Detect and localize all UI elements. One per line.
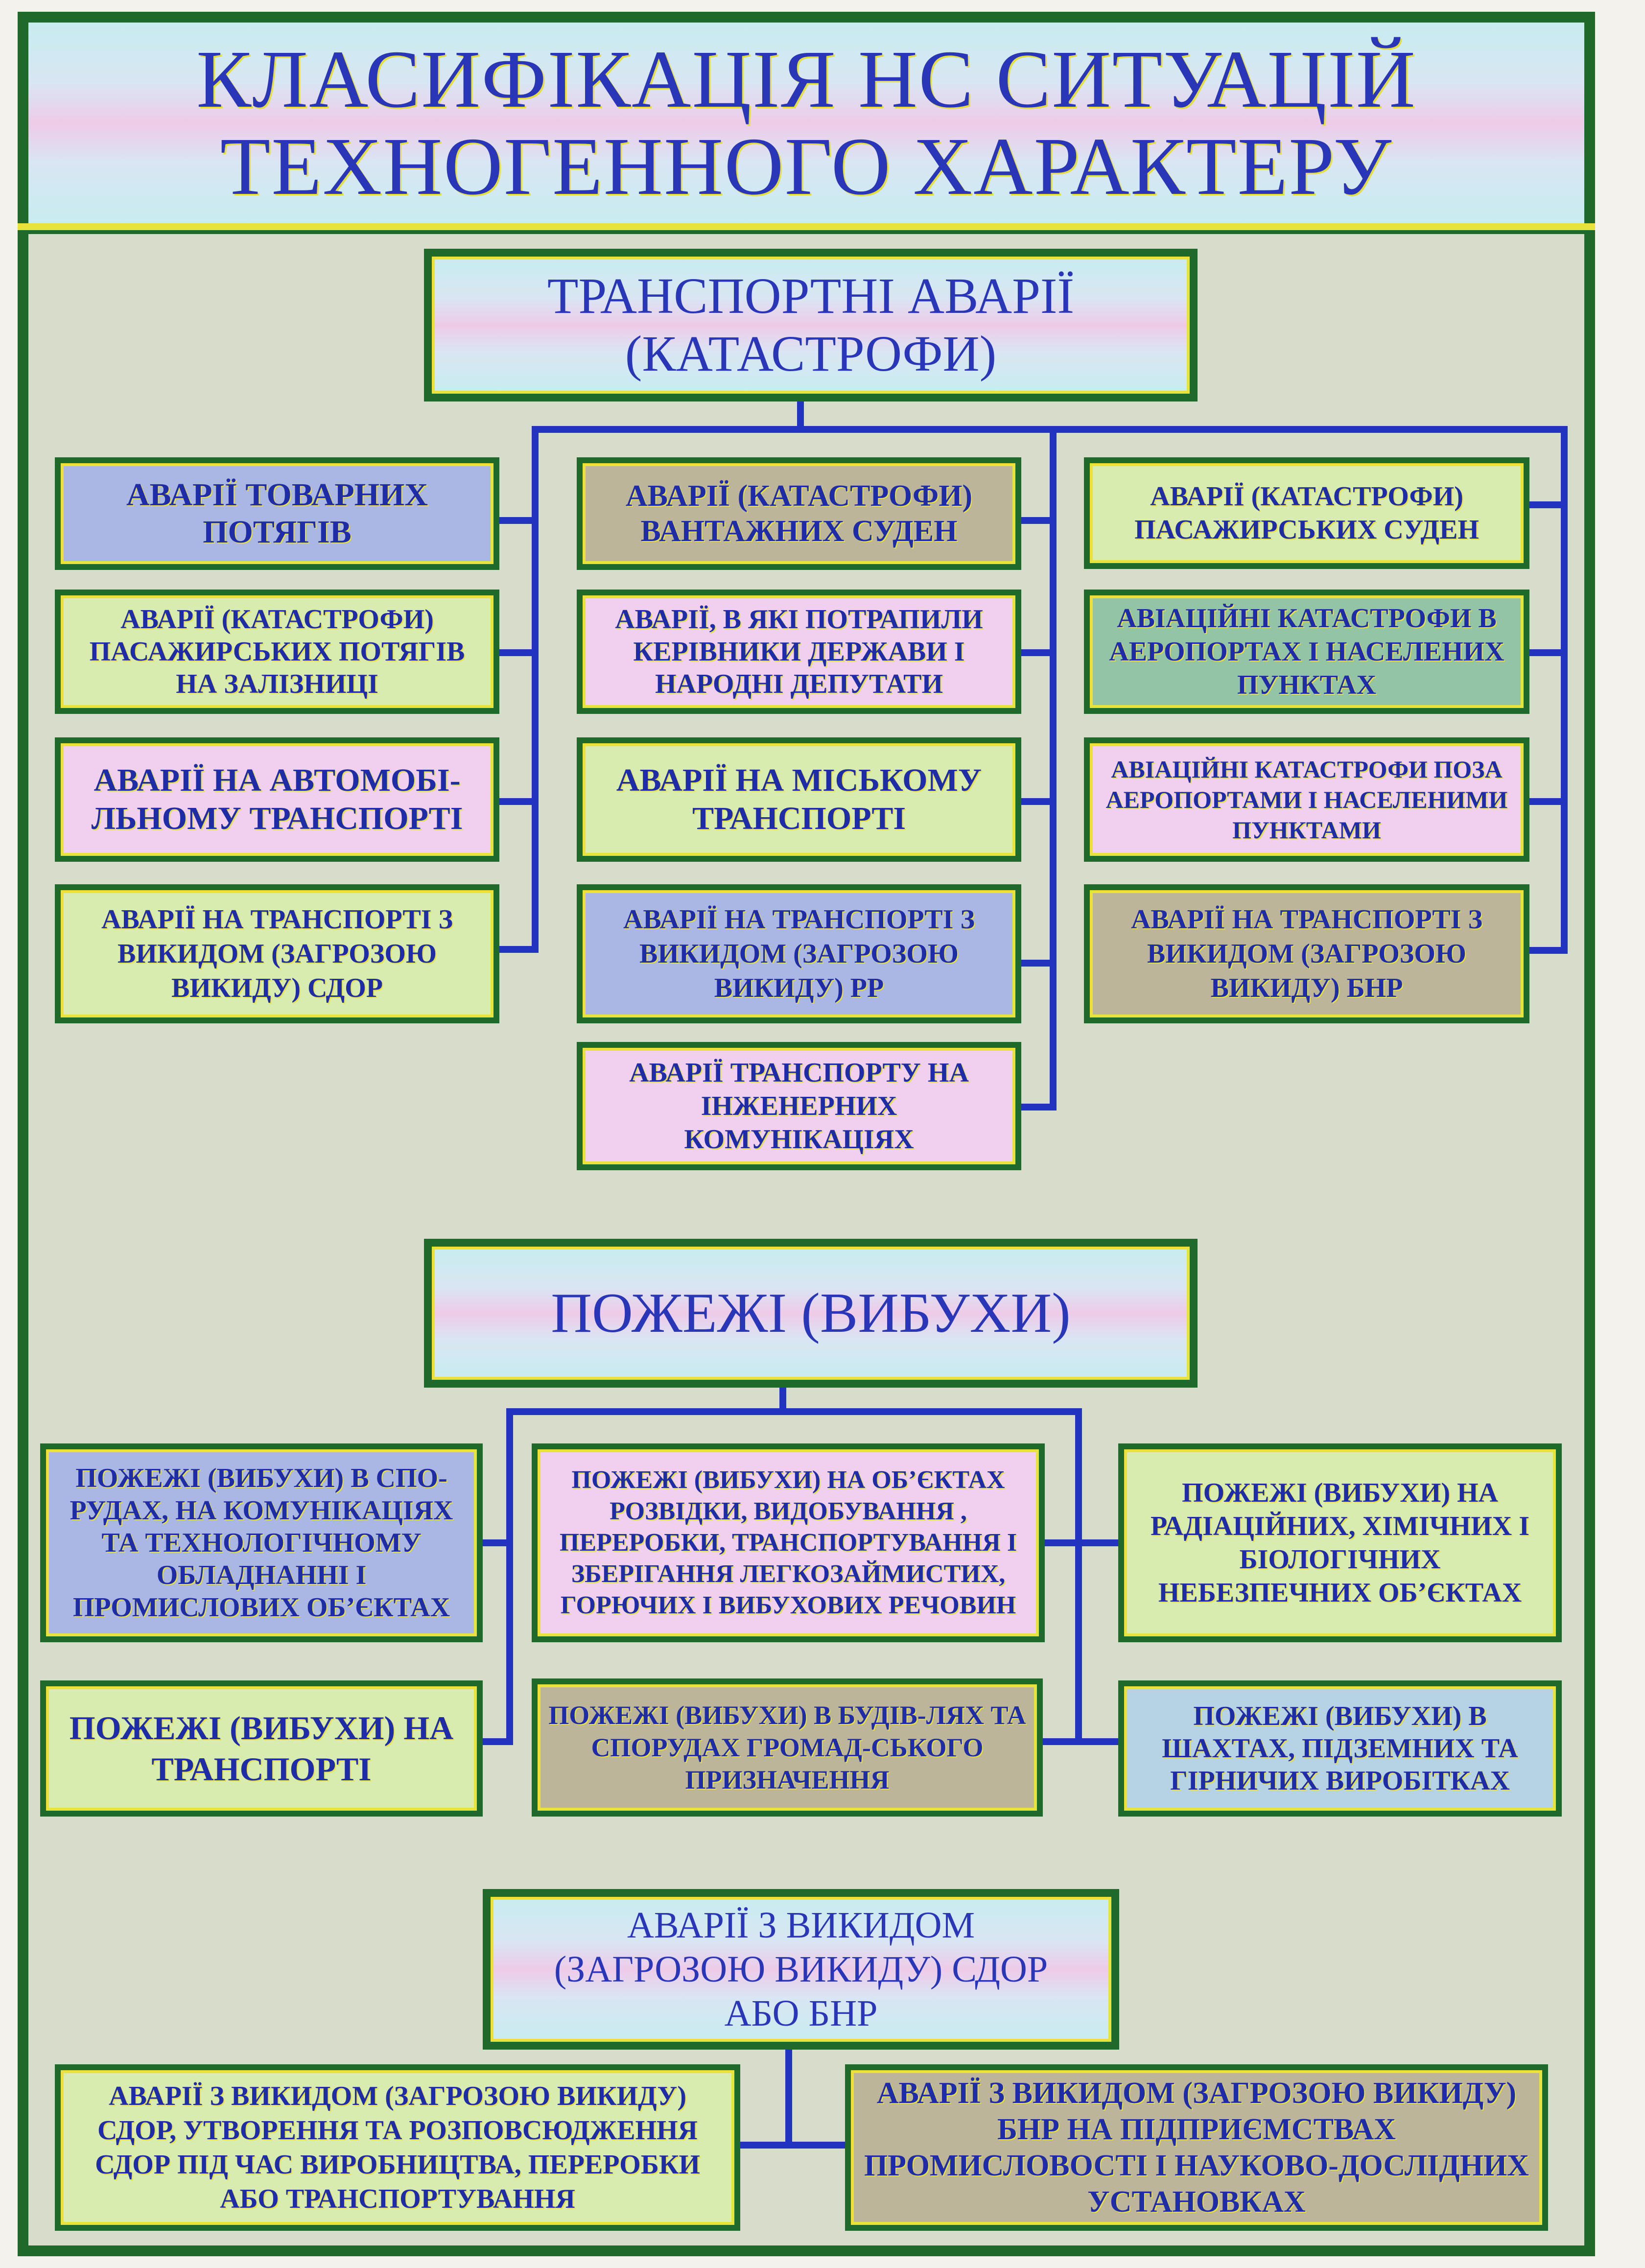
fires-heading: ПОЖЕЖІ (ВИБУХИ) [424, 1239, 1198, 1388]
fires-spine-right [1075, 1408, 1082, 1745]
transport-middle-item-label: АВАРІЇ ТРАНСПОРТУ НА ІНЖЕНЕРНИХ КОМУНІКА… [629, 1058, 969, 1155]
transport-left-item: АВАРІЇ ТОВАРНИХ ПОТЯГІВ [55, 457, 499, 570]
fires-item: ПОЖЕЖІ (ВИБУХИ) НА ОБ’ЄКТАХ РОЗВІДКИ, ВИ… [532, 1443, 1045, 1642]
poster-title: КЛАСИФІКАЦІЯ НС СИТУАЦІЙ ТЕХНОГЕННОГО ХА… [18, 12, 1595, 234]
transport-left-item-label: АВАРІЇ (КАТАСТРОФИ) ПАСАЖИРСЬКИХ ПОТЯГІВ… [89, 604, 465, 699]
emissions-left-item: АВАРІЇ З ВИКИДОМ (ЗАГРОЗОЮ ВИКИДУ) СДОР,… [55, 2064, 740, 2231]
fires-tick [482, 1738, 513, 1745]
fires-item: ПОЖЕЖІ (ВИБУХИ) НА РАДІАЦІЙНИХ, ХІМІЧНИХ… [1118, 1443, 1562, 1642]
transport-tick-middle [1021, 517, 1057, 524]
emissions-left-item-label: АВАРІЇ З ВИКИДОМ (ЗАГРОЗОЮ ВИКИДУ) СДОР,… [95, 2081, 700, 2214]
transport-spine-left [532, 426, 539, 953]
transport-right-item-label: АВІАЦІЙНІ КАТАСТРОФИ ПОЗА АЕРОПОРТАМИ І … [1105, 756, 1508, 844]
transport-tick-right [1529, 649, 1568, 656]
fires-item-label: ПОЖЕЖІ (ВИБУХИ) В СПО-РУДАХ, НА КОМУНІКА… [70, 1463, 453, 1623]
transport-left-item-label: АВАРІЇ НА ТРАНСПОРТІ З ВИКИДОМ (ЗАГРОЗОЮ… [101, 904, 453, 1003]
transport-tick-left [499, 517, 539, 524]
transport-heading-line-2: (КАТАСТРОФИ) [625, 326, 997, 382]
emissions-right-item: АВАРІЇ З ВИКИДОМ (ЗАГРОЗОЮ ВИКИДУ) БНР Н… [845, 2064, 1548, 2231]
transport-middle-item: АВАРІЇ (КАТАСТРОФИ) ВАНТАЖНИХ СУДЕН [577, 457, 1021, 570]
transport-tick-middle [1021, 649, 1057, 656]
fires-item-label: ПОЖЕЖІ (ВИБУХИ) В БУДІВ-ЛЯХ ТА СПОРУДАХ … [548, 1701, 1026, 1795]
transport-right-item: АВІАЦІЙНІ КАТАСТРОФИ ПОЗА АЕРОПОРТАМИ І … [1084, 737, 1529, 862]
emissions-connector-bar [740, 2142, 845, 2149]
transport-tick-middle [1021, 960, 1057, 967]
header-divider [18, 223, 1595, 230]
fires-connector-top [506, 1408, 1082, 1415]
fires-connector-stem [779, 1385, 786, 1415]
fires-tick [1043, 1738, 1118, 1745]
transport-left-item: АВАРІЇ НА АВТОМОБІ-ЛЬНОМУ ТРАНСПОРТІ [55, 737, 499, 862]
transport-middle-item: АВАРІЇ ТРАНСПОРТУ НА ІНЖЕНЕРНИХ КОМУНІКА… [577, 1042, 1021, 1170]
emissions-connector-stem [785, 2047, 792, 2149]
emissions-heading-line-2: (ЗАГРОЗОЮ ВИКИДУ) СДОР [554, 1949, 1048, 1990]
fires-item-label: ПОЖЕЖІ (ВИБУХИ) НА ТРАНСПОРТІ [69, 1709, 454, 1788]
transport-left-item-label: АВАРІЇ ТОВАРНИХ ПОТЯГІВ [126, 477, 428, 550]
transport-middle-item-label: АВАРІЇ НА МІСЬКОМУ ТРАНСПОРТІ [616, 762, 982, 836]
transport-right-item-label: АВІАЦІЙНІ КАТАСТРОФИ В АЕРОПОРТАХ І НАСЕ… [1109, 603, 1504, 700]
transport-right-item: АВАРІЇ (КАТАСТРОФИ) ПАСАЖИРСЬКИХ СУДЕН [1084, 457, 1529, 569]
emissions-right-item-label: АВАРІЇ З ВИКИДОМ (ЗАГРОЗОЮ ВИКИДУ) БНР Н… [864, 2077, 1529, 2219]
fires-item-label: ПОЖЕЖІ (ВИБУХИ) НА ОБ’ЄКТАХ РОЗВІДКИ, ВИ… [559, 1466, 1017, 1619]
transport-spine-right [1561, 426, 1568, 954]
fires-tick [483, 1539, 513, 1546]
transport-tick-middle [1021, 798, 1057, 805]
transport-heading-line-1: ТРАНСПОРТНІ АВАРІЇ [547, 268, 1075, 324]
transport-middle-item-label: АВАРІЇ НА ТРАНСПОРТІ З ВИКИДОМ (ЗАГРОЗОЮ… [623, 904, 975, 1003]
fires-item: ПОЖЕЖІ (ВИБУХИ) В СПО-РУДАХ, НА КОМУНІКА… [40, 1443, 483, 1642]
transport-tick-left [499, 649, 539, 656]
fires-heading-label: ПОЖЕЖІ (ВИБУХИ) [551, 1281, 1071, 1345]
transport-right-item: АВАРІЇ НА ТРАНСПОРТІ З ВИКИДОМ (ЗАГРОЗОЮ… [1084, 884, 1529, 1023]
emissions-heading-line-3: АБО БНР [724, 1993, 878, 2034]
transport-tick-middle [1021, 1104, 1057, 1110]
emissions-heading-line-1: АВАРІЇ З ВИКИДОМ [627, 1905, 975, 1946]
transport-right-item-label: АВАРІЇ (КАТАСТРОФИ) ПАСАЖИРСЬКИХ СУДЕН [1134, 481, 1479, 545]
transport-right-item-label: АВАРІЇ НА ТРАНСПОРТІ З ВИКИДОМ (ЗАГРОЗОЮ… [1130, 904, 1483, 1003]
title-line-1: КЛАСИФІКАЦІЯ НС СИТУАЦІЙ [196, 34, 1416, 125]
transport-left-item: АВАРІЇ (КАТАСТРОФИ) ПАСАЖИРСЬКИХ ПОТЯГІВ… [55, 590, 499, 714]
fires-spine-left [506, 1408, 513, 1745]
emissions-heading: АВАРІЇ З ВИКИДОМ (ЗАГРОЗОЮ ВИКИДУ) СДОР … [483, 1889, 1119, 2050]
transport-tick-right [1529, 501, 1568, 508]
fires-item-label: ПОЖЕЖІ (ВИБУХИ) НА РАДІАЦІЙНИХ, ХІМІЧНИХ… [1150, 1478, 1530, 1608]
transport-middle-item: АВАРІЇ, В ЯКІ ПОТРАПИЛИ КЕРІВНИКИ ДЕРЖАВ… [577, 590, 1021, 714]
fires-item-label: ПОЖЕЖІ (ВИБУХИ) В ШАХТАХ, ПІДЗЕМНИХ ТА Г… [1162, 1701, 1518, 1796]
transport-heading: ТРАНСПОРТНІ АВАРІЇ (КАТАСТРОФИ) [424, 249, 1198, 402]
transport-middle-item-label: АВАРІЇ (КАТАСТРОФИ) ВАНТАЖНИХ СУДЕН [625, 479, 973, 548]
transport-middle-item: АВАРІЇ НА ТРАНСПОРТІ З ВИКИДОМ (ЗАГРОЗОЮ… [577, 884, 1021, 1023]
transport-middle-item-label: АВАРІЇ, В ЯКІ ПОТРАПИЛИ КЕРІВНИКИ ДЕРЖАВ… [615, 604, 983, 699]
title-line-2: ТЕХНОГЕННОГО ХАРАКТЕРУ [220, 121, 1393, 212]
fires-tick [1045, 1539, 1118, 1546]
transport-left-item-label: АВАРІЇ НА АВТОМОБІ-ЛЬНОМУ ТРАНСПОРТІ [91, 762, 463, 836]
fires-item: ПОЖЕЖІ (ВИБУХИ) НА ТРАНСПОРТІ [40, 1680, 483, 1817]
fires-item: ПОЖЕЖІ (ВИБУХИ) В БУДІВ-ЛЯХ ТА СПОРУДАХ … [532, 1678, 1043, 1817]
transport-tick-left [499, 946, 539, 953]
transport-tick-right [1529, 798, 1568, 805]
transport-connector-stem [797, 399, 804, 433]
fires-item: ПОЖЕЖІ (ВИБУХИ) В ШАХТАХ, ПІДЗЕМНИХ ТА Г… [1118, 1680, 1562, 1817]
transport-right-item: АВІАЦІЙНІ КАТАСТРОФИ В АЕРОПОРТАХ І НАСЕ… [1084, 590, 1529, 714]
transport-left-item: АВАРІЇ НА ТРАНСПОРТІ З ВИКИДОМ (ЗАГРОЗОЮ… [55, 884, 499, 1023]
transport-tick-right [1529, 947, 1568, 954]
transport-spine-middle [1050, 426, 1057, 1110]
transport-middle-item: АВАРІЇ НА МІСЬКОМУ ТРАНСПОРТІ [577, 737, 1021, 862]
transport-tick-left [499, 798, 539, 805]
